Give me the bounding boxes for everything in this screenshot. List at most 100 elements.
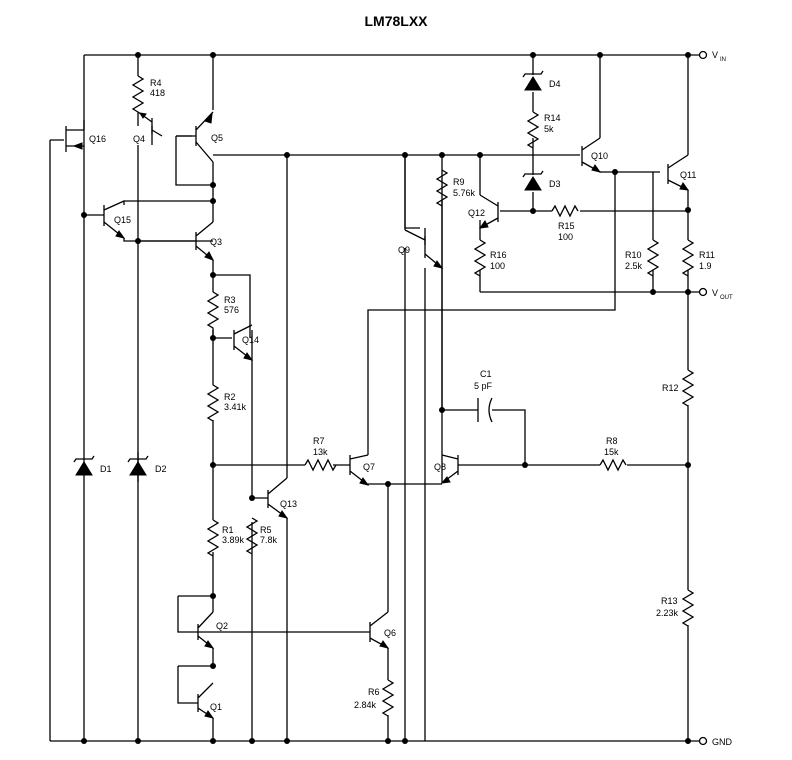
gnd-terminal: GND [698,736,733,747]
r8-value: 15k [604,447,619,457]
resistor-r16: R16 100 [473,239,507,277]
transistor-q6: Q6 [369,611,396,649]
q15-label: Q15 [114,215,131,225]
zener-d2: D2 [127,452,167,482]
zener-d4: D4 [522,70,561,91]
c1-label: C1 [480,369,492,379]
r3-label: R3 [224,295,236,305]
vout-sub: OUT [720,295,733,301]
r2-label: R2 [224,392,236,402]
q6-label: Q6 [384,628,396,638]
r10-label: R10 [625,250,642,260]
r10-value: 2.5k [625,261,643,271]
r16-value: 100 [490,261,505,271]
vin-sub: IN [720,57,726,63]
resistor-r5: R5 7.8k [245,517,278,555]
vin-rail [83,54,700,120]
q16-label: Q16 [89,134,106,144]
vout-label: V [712,288,718,298]
r4-label: R4 [150,78,162,88]
r9-value: 5.76k [453,188,476,198]
r13-label: R13 [661,596,678,606]
r11-value: 1.9 [699,261,712,271]
q11-label: Q11 [680,170,696,180]
resistor-r1: R1 3.89k [206,519,245,557]
r5-value: 7.8k [260,535,278,545]
resistor-r11: R11 1.9 [681,239,715,277]
r8-label: R8 [606,436,618,446]
transistor-q5: Q5 [176,111,223,163]
r5-label: R5 [260,525,272,535]
q12-label: Q12 [468,208,485,218]
r9-label: R9 [453,177,465,187]
r15-label: R15 [558,221,575,231]
vin-terminal: V IN [698,50,726,63]
resistor-r14: R14 5k [526,111,561,149]
transistor-q13: Q13 [267,477,297,519]
r13-value: 2.23k [656,608,679,618]
q8-label: Q8 [434,462,446,472]
vin-label: V [712,50,718,60]
q4-label: Q4 [133,134,145,144]
gnd-label: GND [712,737,733,747]
transistor-q8: Q8 [434,454,459,484]
transistor-q2: Q2 [197,611,228,649]
resistor-r3: R3 576 [206,291,239,338]
transistor-q16: Q16 [65,120,106,152]
capacitor-c1: C1 5 pF [474,369,493,423]
junction-dots [81,52,691,744]
resistor-r13: R13 2.23k [656,589,695,627]
transistor-q15: Q15 [103,200,131,239]
resistor-r4: R4 418 [131,75,165,113]
r1-label: R1 [222,525,234,535]
transistor-q10: Q10 [581,137,608,173]
resistor-r6: R6 2.84k [354,679,395,717]
r16-label: R16 [490,250,507,260]
gnd-rail [49,140,700,742]
q13-label: Q13 [280,499,297,509]
resistor-r8: R8 15k [599,436,627,472]
r12-label: R12 [662,383,679,393]
r7-label: R7 [313,436,325,446]
r6-value: 2.84k [354,700,377,710]
transistor-q7: Q7 [349,454,375,486]
schematic-title: LM78LXX [364,13,428,29]
d1-label: D1 [100,464,112,474]
r15-value: 100 [558,232,573,242]
r11-label: R11 [699,250,715,260]
c1-value: 5 pF [474,381,493,391]
transistor-q12: Q12 [468,194,499,229]
q2-label: Q2 [216,621,228,631]
r3-value: 576 [224,305,239,315]
resistor-r7: R7 13k [304,436,337,472]
resistor-r12: R12 [662,369,695,407]
q14-label: Q14 [242,335,259,345]
q7-label: Q7 [363,462,375,472]
transistor-q14: Q14 [233,324,259,361]
wiring [50,55,689,741]
resistor-r9: R9 5.76k [435,169,476,207]
d2-label: D2 [155,464,167,474]
zener-d3: D3 [522,170,561,191]
resistor-r10: R10 2.5k [625,239,660,277]
d3-label: D3 [549,179,561,189]
q9-label: Q9 [398,245,410,255]
q3-label: Q3 [210,237,222,247]
vout-terminal: V OUT [698,287,733,301]
resistor-r2: R2 3.41k [206,384,247,422]
r2-value: 3.41k [224,402,247,412]
q1-label: Q1 [210,702,222,712]
r14-value: 5k [544,124,554,134]
transistor-q4: Q4 [133,111,163,144]
transistor-q1: Q1 [197,682,222,719]
r6-label: R6 [368,687,380,697]
resistor-r15: R15 100 [551,204,579,242]
q5-label: Q5 [211,133,223,143]
zener-d1: D1 [73,452,112,482]
d4-label: D4 [549,79,561,89]
transistor-q3: Q3 [138,221,222,261]
q10-label: Q10 [591,151,608,161]
transistor-q9: Q9 [398,229,444,269]
r7-value: 13k [313,447,328,457]
